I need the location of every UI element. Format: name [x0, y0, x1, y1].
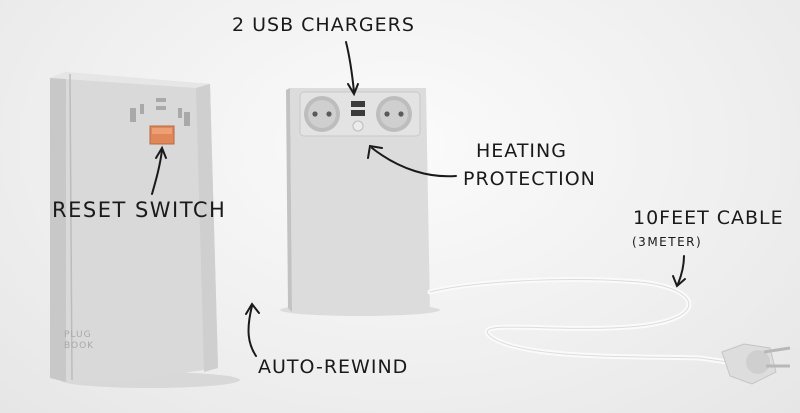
cable-label-line-2: (3METER) [632, 235, 703, 249]
cable-label-line-1: 10FEET CABLE [633, 207, 784, 229]
auto-rewind-label: AUTO-REWIND [258, 356, 409, 378]
usb-chargers-label: 2 USB CHARGERS [232, 14, 415, 36]
heating-label-line-2: PROTECTION [463, 168, 596, 190]
heating-label-line-1: HEATING [476, 140, 567, 162]
cable-arrow [677, 255, 685, 285]
book-logo-text: PLUG BOOK [64, 330, 104, 352]
usb-arrowhead [347, 83, 359, 97]
reset-arrow [151, 149, 163, 195]
heating-arrowhead [367, 144, 383, 159]
rewind-arrowhead [245, 302, 260, 315]
heating-arrow [371, 147, 457, 178]
cable-arrowhead [672, 275, 686, 288]
book-logo-line-2: BOOK [64, 341, 95, 351]
left-socket [304, 96, 340, 132]
right-socket [376, 96, 412, 132]
reset-switch-label: RESET SWITCH [52, 198, 227, 222]
reset-arrowhead [155, 145, 167, 159]
plug-book-device [50, 72, 218, 382]
usb-port-1 [351, 101, 365, 107]
annotation-arrows [151, 41, 686, 357]
usb-port-2 [351, 110, 365, 116]
rewind-arrow [247, 305, 257, 357]
book-logo-line-1: PLUG [64, 330, 92, 340]
book-outlet-panel [130, 98, 190, 126]
plug-head [721, 343, 791, 385]
usb-arrow [345, 41, 355, 93]
power-cable [427, 277, 731, 365]
heating-protection-button[interactable] [352, 120, 364, 132]
power-box-device [286, 88, 430, 312]
